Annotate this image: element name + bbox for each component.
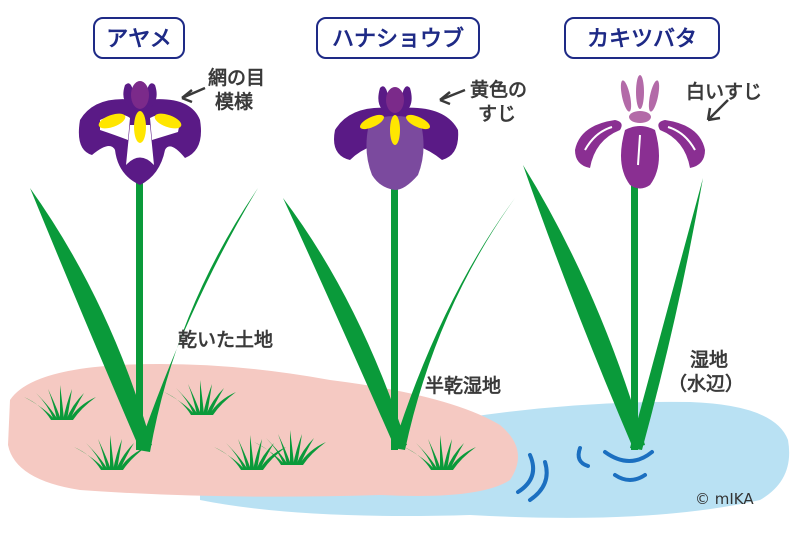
grass-tufts (24, 380, 476, 470)
ayame-flower (78, 81, 201, 185)
grass-blade (404, 447, 435, 470)
title-kakitsubata: カキツバタ (587, 27, 697, 52)
grass-blade (24, 397, 55, 420)
title-box-ayame (93, 17, 185, 59)
grass-blade (250, 435, 254, 470)
grass-blade (290, 430, 294, 465)
grass-blade (206, 388, 224, 415)
grass-blade (253, 439, 262, 470)
grass-blade (36, 393, 58, 420)
grass-blade (449, 447, 476, 470)
grass-blade (188, 384, 201, 415)
grass-blade (443, 439, 452, 470)
grass-blade (110, 435, 114, 470)
leaves (30, 165, 703, 452)
credit: © mIKA (695, 490, 754, 508)
grass-blade (428, 439, 441, 470)
grass-blade (278, 434, 291, 465)
grass-blade (176, 388, 198, 415)
kakitsubata-flower (575, 75, 705, 189)
grass-blade (299, 442, 326, 465)
grass-blade (266, 438, 288, 465)
grass-blade (254, 442, 285, 465)
grass-blade (416, 443, 438, 470)
grass-blade (113, 439, 122, 470)
grass-blade (293, 434, 302, 465)
title-ayame: アヤメ (106, 27, 172, 52)
grass-blade (116, 443, 134, 470)
grass-blade (74, 447, 105, 470)
habitat-semi: 半乾湿地 (425, 374, 501, 397)
grass-blade (48, 389, 61, 420)
grass-blade (259, 447, 286, 470)
note-hanashobu-2: すじ (478, 103, 516, 125)
grass-blade (238, 439, 251, 470)
grass-blade (440, 435, 444, 470)
grass-blade (200, 380, 204, 415)
title-hanashobu: ハナショウブ (332, 26, 464, 52)
grass-blade (446, 443, 464, 470)
habitat-dry: 乾いた土地 (178, 328, 273, 351)
grass-blade (66, 393, 84, 420)
grass-blade (119, 447, 146, 470)
note-ayame-1: 網の目 (208, 66, 265, 89)
grass-blade (63, 389, 72, 420)
grass-blade (214, 447, 245, 470)
habitat-wet-2: （水辺） (668, 372, 744, 395)
note-ayame-2: 模様 (215, 90, 254, 113)
hanashobu-flower (334, 86, 459, 190)
annotation-arrows (181, 86, 729, 122)
grass-blade (98, 439, 111, 470)
grass-blade (69, 397, 96, 420)
grass-blade (296, 438, 314, 465)
grass-blade (203, 384, 212, 415)
grass-blade (256, 443, 274, 470)
note-hanashobu-1: 黄色の (470, 78, 527, 101)
habitat-wet-1: 湿地 (690, 348, 728, 371)
grass-blade (226, 443, 248, 470)
note-kakitsubata: 白いすじ (686, 80, 762, 103)
grass-blade (209, 392, 236, 415)
grass-blade (60, 385, 64, 420)
grass-blade (164, 392, 195, 415)
title-box-hanashobu (316, 17, 480, 59)
water-ripples (516, 446, 654, 502)
title-box-kakitsubata (564, 17, 720, 59)
grass-blade (86, 443, 108, 470)
